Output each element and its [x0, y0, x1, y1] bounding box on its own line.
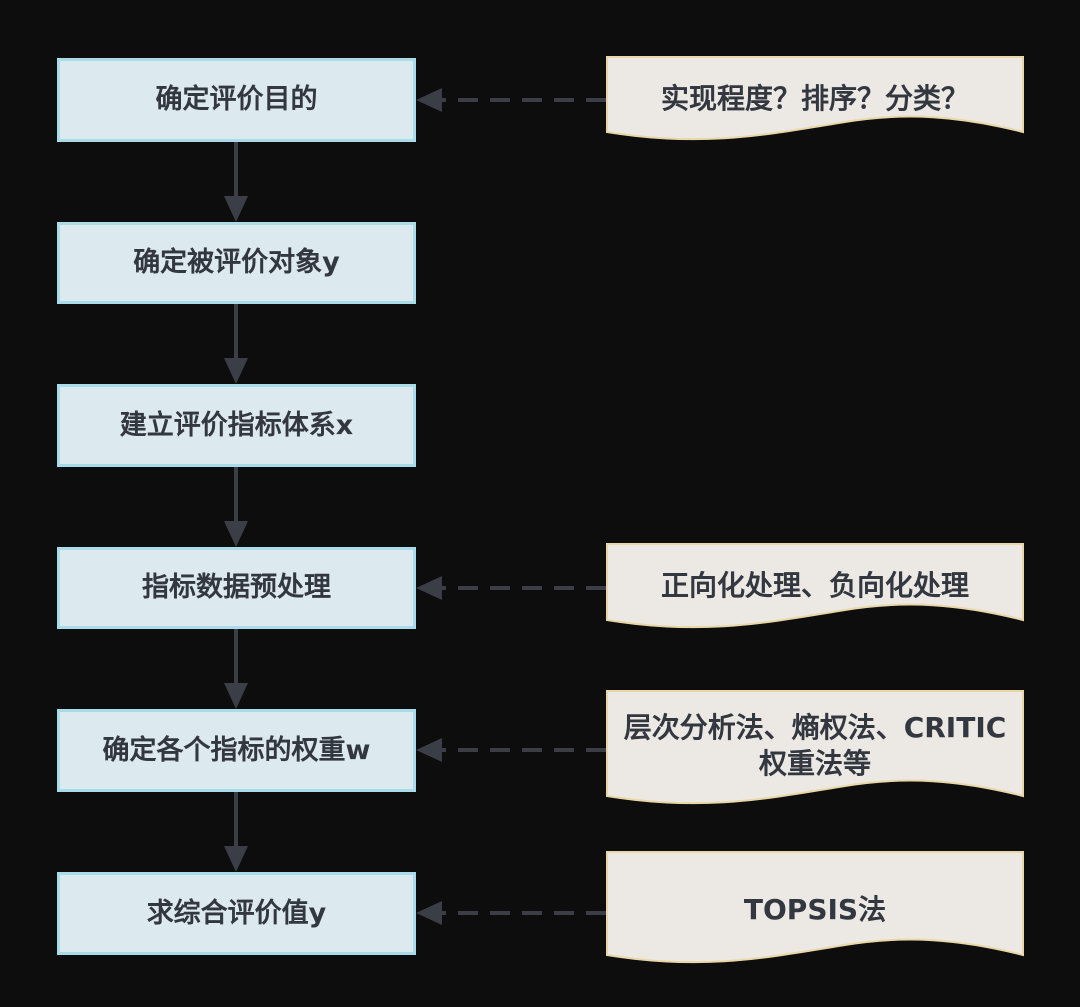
step-label: 确定评价目的 — [155, 84, 318, 116]
note-text-weighting-methods: 层次分析法、熵权法、CRITIC权重法等 — [623, 710, 1007, 780]
step-box-determine-weights: 确定各个指标的权重w — [57, 709, 416, 792]
note-text-purpose-options: 实现程度？排序？分类？ — [660, 81, 969, 115]
note-arrowhead-1 — [416, 88, 442, 112]
step-label: 建立评价指标体系x — [119, 409, 354, 441]
flow-arrowhead-1-2 — [224, 196, 248, 222]
step-box-preprocess-data: 指标数据预处理 — [57, 547, 416, 629]
step-box-composite-score: 求综合评价值y — [57, 872, 416, 955]
flow-arrowhead-4-5 — [224, 683, 248, 709]
note-shape-2 — [606, 543, 1024, 629]
note-shape-3 — [606, 690, 1024, 805]
step-box-define-purpose: 确定评价目的 — [57, 58, 416, 142]
note-text-preprocessing-methods: 正向化处理、负向化处理 — [660, 568, 969, 602]
flow-arrowhead-2-3 — [224, 358, 248, 384]
step-label: 确定各个指标的权重w — [102, 734, 371, 766]
step-label: 确定被评价对象y — [133, 247, 340, 279]
note-arrowhead-3 — [416, 738, 442, 762]
note-shapes — [606, 56, 1024, 964]
note-text-evaluation-method: TOPSIS法 — [743, 892, 887, 926]
flow-arrowhead-5-6 — [224, 846, 248, 872]
step-label: 求综合评价值y — [146, 897, 327, 929]
note-connectors — [416, 88, 606, 925]
flow-arrowhead-3-4 — [224, 521, 248, 547]
flow-arrows — [224, 142, 248, 872]
note-arrowhead-4 — [416, 901, 442, 925]
step-label: 指标数据预处理 — [142, 572, 331, 604]
note-arrowhead-2 — [416, 576, 442, 600]
note-shape-4 — [606, 851, 1024, 964]
step-box-build-indicators: 建立评价指标体系x — [57, 384, 416, 467]
step-box-define-objects: 确定被评价对象y — [57, 222, 416, 304]
note-shape-1 — [606, 56, 1024, 141]
